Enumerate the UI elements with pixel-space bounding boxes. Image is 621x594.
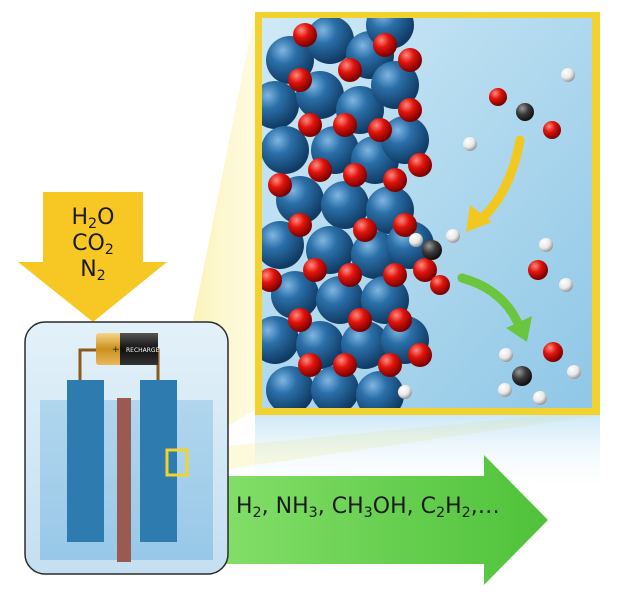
carbon-atom: [512, 366, 532, 386]
hydrogen-atom: [539, 238, 553, 252]
oxygen-atom: [333, 113, 357, 137]
metal-atom: [262, 316, 299, 364]
carbon-atom: [422, 240, 442, 260]
oxygen-atom: [348, 308, 372, 332]
oxygen-atom: [383, 263, 407, 287]
adsorption-arrowhead: [466, 205, 492, 232]
product-species: H2, NH3, CH3OH, C2H2,…: [236, 494, 500, 521]
hydrogen-atom: [533, 391, 547, 405]
hydrogen-atom: [561, 68, 575, 82]
oxygen-atom: [408, 343, 432, 367]
metal-atom: [381, 116, 429, 164]
oxygen-atom: [308, 158, 332, 182]
desorption-arrow: [457, 273, 525, 333]
output-arrow: [200, 455, 548, 585]
electrochemical-cell: + RECHARGE: [24, 321, 229, 575]
oxygen-atom: [338, 58, 362, 82]
electrode-right: [140, 380, 177, 542]
input-formula: CO2: [72, 231, 114, 258]
battery-label: RECHARGE: [126, 347, 160, 354]
metal-atom: [371, 61, 419, 109]
oxygen-atom: [333, 353, 357, 377]
catalyst-surface: [262, 18, 437, 408]
oxygen-atom: [489, 88, 507, 106]
hydrogen-atom: [567, 365, 581, 379]
oxygen-atom: [262, 268, 282, 292]
hydrogen-atom: [499, 348, 513, 362]
oxygen-atom: [343, 163, 367, 187]
oxygen-atom: [543, 121, 561, 139]
oxygen-atom: [303, 258, 327, 282]
magnified-view: [255, 12, 600, 415]
metal-atom: [266, 366, 314, 408]
metal-atom: [306, 18, 354, 64]
oxygen-atom: [388, 308, 412, 332]
metal-atom: [262, 126, 309, 174]
zoom-region-marker: [165, 448, 189, 477]
hydrogen-atom: [463, 137, 477, 151]
membrane: [117, 398, 131, 562]
input-formula: N2: [80, 257, 106, 284]
product-formula: CH3OH,: [324, 494, 414, 521]
oxygen-atom: [338, 263, 362, 287]
oxygen-atom: [378, 353, 402, 377]
desorption-arrowhead: [506, 316, 532, 342]
oxygen-atom: [430, 275, 450, 295]
hydrogen-atom: [409, 233, 423, 247]
oxygen-atom: [393, 213, 417, 237]
oxygen-atom: [398, 98, 422, 122]
oxygen-atom: [383, 168, 407, 192]
electrode-left: [67, 380, 104, 542]
molecules: [398, 68, 581, 405]
oxygen-atom: [298, 353, 322, 377]
oxygen-atom: [293, 23, 317, 47]
oxygen-atom: [268, 173, 292, 197]
battery-icon: + RECHARGE: [96, 333, 160, 365]
oxygen-atom: [373, 33, 397, 57]
metal-atom: [321, 181, 369, 229]
oxygen-atom: [543, 342, 563, 362]
oxygen-atom: [288, 68, 312, 92]
oxygen-atom: [398, 48, 422, 72]
metal-atom: [271, 271, 319, 319]
product-formula: NH3,: [268, 494, 325, 521]
metal-atom: [262, 81, 299, 129]
product-formula: H2,: [236, 494, 269, 521]
hydrogen-atom: [398, 385, 412, 399]
carbon-atom: [516, 103, 534, 121]
oxygen-atom: [353, 218, 377, 242]
input-arrow: [18, 192, 167, 322]
hydrogen-atom: [498, 383, 512, 397]
product-formula: C2H2,…: [413, 494, 500, 521]
oxygen-atom: [528, 260, 548, 280]
wire-left: [78, 348, 100, 382]
oxygen-atom: [288, 213, 312, 237]
input-formula: H2O: [71, 205, 115, 232]
oxygen-atom: [288, 308, 312, 332]
oxygen-atom: [368, 118, 392, 142]
hydrogen-atom: [559, 278, 573, 292]
oxygen-atom: [298, 113, 322, 137]
oxygen-atom: [408, 153, 432, 177]
hydrogen-atom: [446, 229, 460, 243]
oxygen-atom: [413, 258, 437, 282]
metal-atom: [356, 371, 404, 408]
battery-plus: +: [112, 345, 120, 355]
